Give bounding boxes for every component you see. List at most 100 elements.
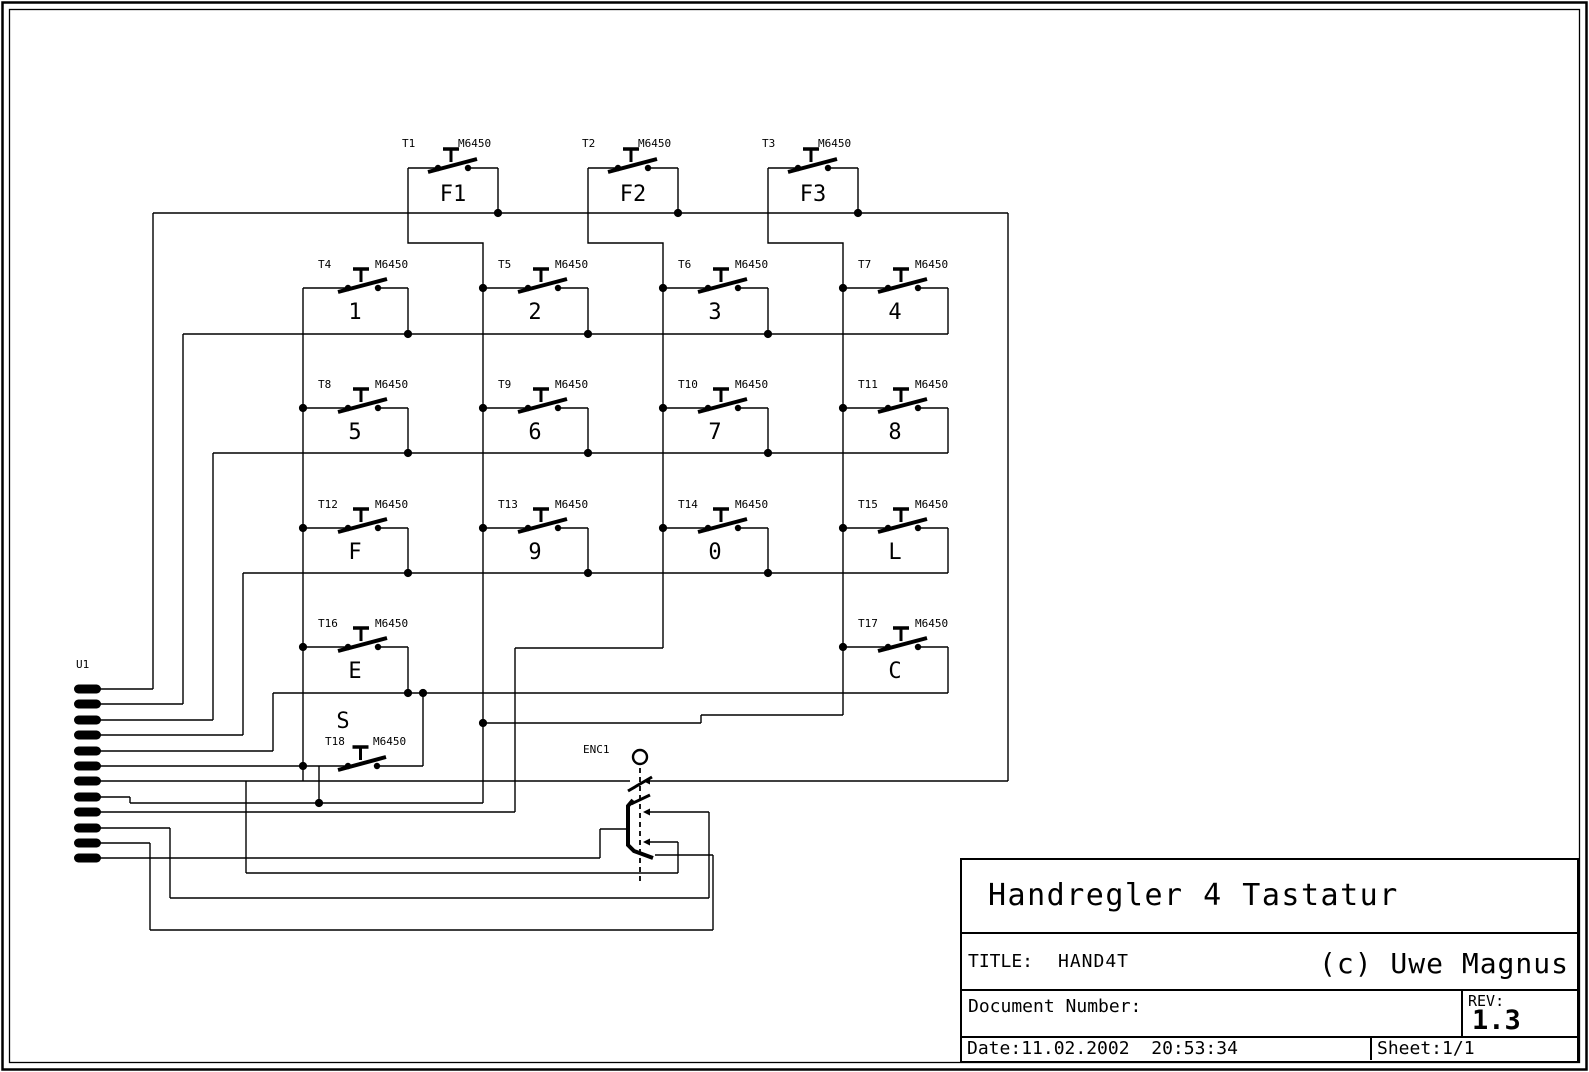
label: T10	[678, 378, 698, 391]
label: T16	[318, 617, 338, 630]
date-label: Date:	[967, 1038, 1022, 1059]
label: S	[336, 709, 349, 734]
label: T18	[325, 735, 345, 748]
title-label: TITLE:	[968, 951, 1034, 972]
switch-t11[interactable]: T11 M6450 8	[843, 378, 949, 453]
label: T2	[582, 137, 595, 150]
drawing-title: Handregler 4 Tastatur	[988, 878, 1399, 913]
label: M6450	[915, 498, 948, 511]
document-number-label: Document Number:	[968, 996, 1142, 1017]
label: T1	[402, 137, 415, 150]
rev-value: 1.3	[1472, 1005, 1521, 1036]
date-line: Date:11.02.2002 20:53:34	[967, 1038, 1238, 1059]
label: M6450	[555, 258, 588, 271]
label: ENC1	[583, 743, 610, 756]
label: 4	[888, 300, 901, 325]
label: T12	[318, 498, 338, 511]
label: T15	[858, 498, 878, 511]
label: F	[348, 540, 361, 565]
label: M6450	[375, 498, 408, 511]
label: M6450	[915, 258, 948, 271]
sheet-value: 1/1	[1442, 1038, 1475, 1059]
label: M6450	[638, 137, 671, 150]
wires	[100, 212, 1009, 931]
connector-pin	[74, 838, 101, 848]
connector-u1[interactable]: U1	[74, 658, 101, 863]
switch-t14[interactable]: T14 M6450 0	[663, 498, 773, 578]
label: F3	[800, 182, 827, 207]
label: M6450	[818, 137, 851, 150]
title-block-row-title: Handregler 4 Tastatur	[962, 860, 1577, 934]
connector-pin	[74, 761, 101, 771]
label: 9	[528, 540, 541, 565]
switch-t8[interactable]: T8 M6450 5	[303, 378, 413, 458]
label: 0	[708, 540, 721, 565]
connector-pin	[74, 730, 101, 740]
label: T8	[318, 378, 331, 391]
connector-pin	[74, 792, 101, 802]
label: L	[888, 540, 901, 565]
label: T11	[858, 378, 878, 391]
label: T6	[678, 258, 691, 271]
title-value: HAND4T	[1058, 951, 1130, 972]
connector-pin	[74, 715, 101, 725]
connector-pin	[74, 807, 101, 817]
label: 5	[348, 420, 361, 445]
title-block: Handregler 4 Tastatur TITLE: HAND4T (c) …	[960, 858, 1579, 1063]
encoder-enc1[interactable]: ENC1	[583, 743, 654, 881]
label: M6450	[375, 378, 408, 391]
switch-t13[interactable]: T13 M6450 9	[483, 498, 593, 578]
connector-pin	[74, 699, 101, 709]
label: T5	[498, 258, 511, 271]
label: M6450	[735, 498, 768, 511]
label: M6450	[375, 617, 408, 630]
label: F1	[440, 182, 467, 207]
date-value: 11.02.2002 20:53:34	[1021, 1038, 1238, 1059]
label: F2	[620, 182, 647, 207]
title-block-row-docnum: Document Number: REV: 1.3	[962, 991, 1577, 1038]
label: M6450	[373, 735, 406, 748]
connector-pin	[74, 776, 101, 786]
label: T17	[858, 617, 878, 630]
label: T7	[858, 258, 871, 271]
connector-pin	[74, 746, 101, 756]
label: M6450	[915, 617, 948, 630]
switch-t7[interactable]: T7 M6450 4	[843, 258, 949, 334]
rev-cell: REV: 1.3	[1461, 991, 1577, 1036]
label: 8	[888, 420, 901, 445]
label: T3	[762, 137, 775, 150]
label: T4	[318, 258, 332, 271]
copyright-text: (c) Uwe Magnus	[1318, 947, 1569, 980]
switch-t18[interactable]: T18 M6450 S	[325, 709, 406, 772]
connector-pin	[74, 684, 101, 694]
label: M6450	[915, 378, 948, 391]
label: E	[348, 659, 361, 684]
title-block-row-date: Date:11.02.2002 20:53:34 Sheet:1/1	[962, 1037, 1577, 1060]
label: 3	[708, 300, 721, 325]
title-block-row-name: TITLE: HAND4T (c) Uwe Magnus	[962, 934, 1577, 991]
sheet-cell: Sheet:1/1	[1370, 1037, 1581, 1060]
label: T14	[678, 498, 698, 511]
connector-pin	[74, 853, 101, 863]
sheet-label: Sheet:	[1377, 1038, 1443, 1059]
label: M6450	[375, 258, 408, 271]
label: M6450	[555, 498, 588, 511]
label: T13	[498, 498, 518, 511]
rev-label: REV:	[1468, 992, 1505, 1010]
label: M6450	[458, 137, 491, 150]
